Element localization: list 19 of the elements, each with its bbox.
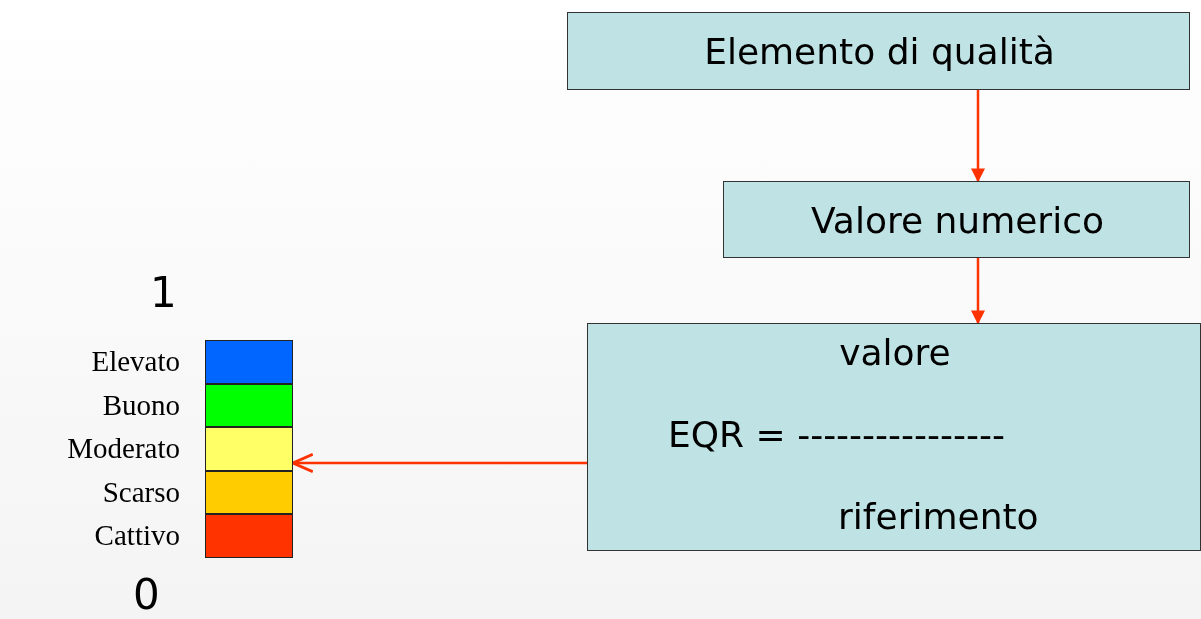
- box-label: valore: [838, 331, 952, 375]
- arrow: [971, 90, 985, 183]
- formula-text: EQR = ----------------: [668, 413, 1006, 457]
- box-label: riferimento: [838, 495, 1040, 539]
- legend-label: Elevato: [90, 344, 180, 379]
- box-label: Valore numerico: [810, 199, 1105, 243]
- scale-value: 1: [150, 268, 177, 317]
- color-scale-bar: [205, 340, 293, 558]
- process-box: [723, 181, 1190, 258]
- process-box: [567, 12, 1190, 90]
- arrow: [971, 258, 985, 325]
- legend-label: Buono: [101, 387, 180, 423]
- legend-label: Cattivo: [93, 518, 180, 554]
- box-label: Elemento di qualità: [703, 30, 1056, 74]
- scale-value: 0: [133, 570, 160, 619]
- process-box: [587, 323, 1201, 551]
- legend-label: Moderato: [66, 431, 180, 467]
- legend-label: Scarso: [101, 474, 180, 510]
- arrow: [291, 452, 587, 474]
